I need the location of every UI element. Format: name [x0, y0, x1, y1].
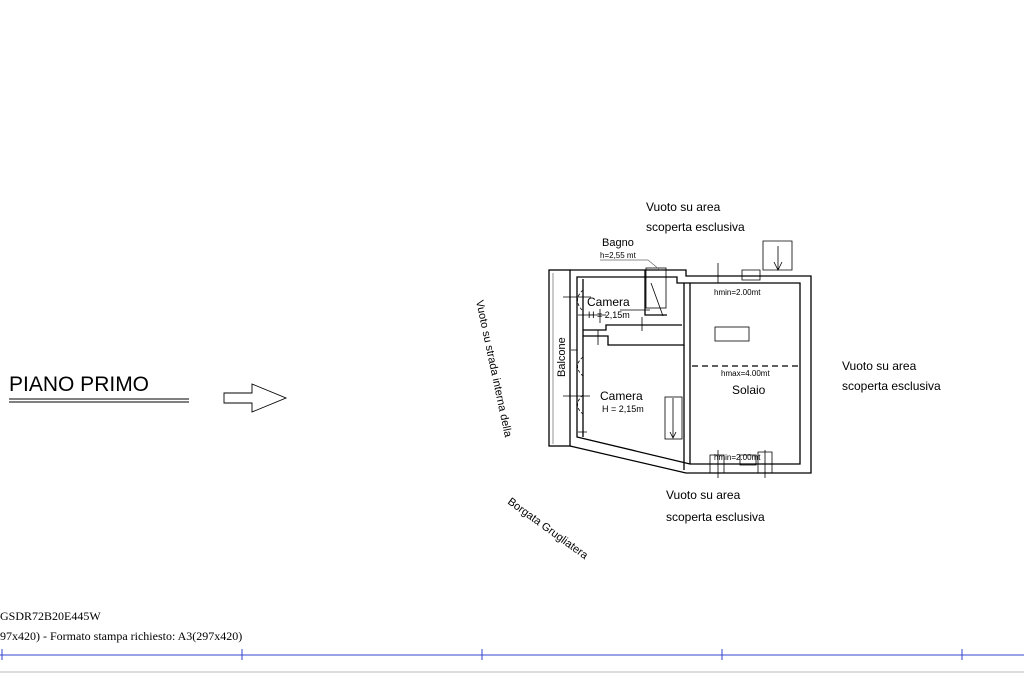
balcone-label: Balcone: [556, 337, 568, 377]
solaio-label: Solaio: [732, 383, 766, 397]
hmax-label: hmax=4.00mt: [721, 369, 770, 378]
stair-arrow-head: [669, 431, 677, 439]
page-ruler: [0, 649, 1024, 660]
vuoto-top-line2: scoperta esclusiva: [646, 220, 745, 234]
wall-corridor: [583, 283, 685, 346]
door-marks-bottom-camera: [563, 349, 590, 433]
solaio-window-top: [708, 240, 793, 283]
plan-title: PIANO PRIMO: [9, 373, 149, 396]
solaio-centre-box: [714, 326, 750, 342]
vuoto-right-line2: scoperta esclusiva: [842, 379, 941, 393]
bagno-outline: [644, 270, 667, 316]
vuoto-right-line1: Vuoto su area: [842, 359, 917, 373]
balcone-outline: [548, 269, 571, 447]
hmin-bottom-label: hmin=2.00mt: [714, 453, 761, 462]
camera-bottom-label: Camera: [600, 389, 643, 403]
bagno-door-swing: [650, 282, 664, 317]
stair-box: [664, 396, 683, 440]
hmin-top-label: hmin=2.00mt: [714, 288, 761, 297]
outer-wall: [569, 269, 812, 474]
bagno-h-leader-2: [647, 259, 661, 271]
floor-plan: [548, 240, 812, 478]
camera-top-height: H = 2,15m: [588, 310, 630, 320]
door-marks-top-camera: [563, 289, 650, 345]
direction-arrow-icon: [223, 383, 288, 413]
vuoto-top-line1: Vuoto su area: [646, 200, 721, 214]
vuoto-strada-label: Vuoto su strada interna della: [473, 299, 514, 439]
bagno-height: h=2,55 mt: [600, 251, 637, 260]
bagno-fixture: [645, 267, 667, 309]
camera-top-label: Camera: [587, 295, 630, 309]
outer-wall-inner: [576, 276, 801, 465]
bagno-label: Bagno: [602, 237, 634, 249]
footer-code: GSDR72B20E445W: [0, 609, 101, 623]
vuoto-bottom-line1: Vuoto su area: [666, 488, 741, 502]
vuoto-bottom-line2: scoperta esclusiva: [666, 510, 765, 524]
borgata-label: Borgata Grugliatera: [505, 496, 590, 563]
door-arcs-left: [577, 289, 584, 415]
camera-bottom-height: H = 2,15m: [602, 404, 644, 414]
solaio-window-bottom: [709, 450, 773, 478]
footer-format: 97x420) - Formato stampa richiesto: A3(2…: [0, 629, 242, 643]
